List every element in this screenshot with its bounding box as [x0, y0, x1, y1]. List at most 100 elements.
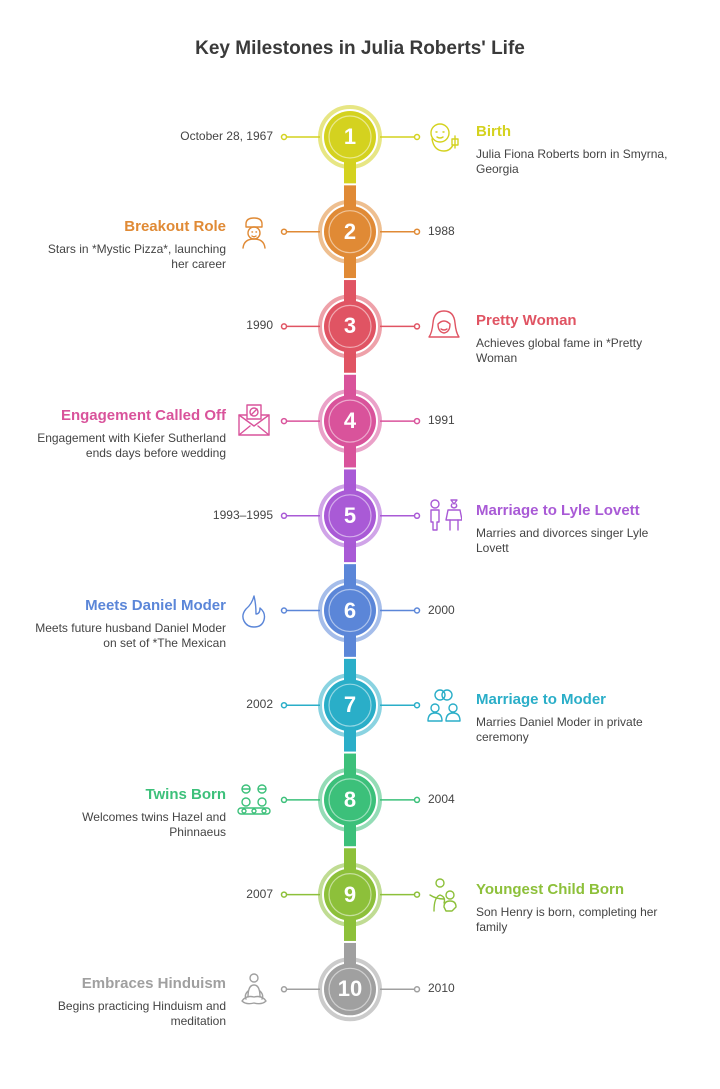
milestone-node	[324, 773, 376, 826]
leader-dot	[413, 133, 421, 141]
milestone-description: Meets future husband Daniel Moder on set…	[35, 620, 226, 650]
milestone-number: 8	[343, 786, 357, 812]
leader-dot	[413, 891, 421, 898]
milestone-heading: Breakout Role	[124, 217, 226, 235]
milestone-node-inner	[328, 115, 372, 159]
milestone-node-inner	[328, 304, 372, 348]
leader-dot	[413, 228, 421, 235]
milestone-date: 2002	[246, 697, 273, 712]
connector-divider	[344, 467, 356, 470]
milestone-description: Son Henry is born, completing her family	[476, 904, 658, 934]
milestone-date: 1993–1995	[212, 507, 273, 522]
milestone-number: 7	[343, 692, 357, 718]
leader-dot	[413, 512, 421, 520]
milestone-heading: Twins Born	[145, 785, 226, 803]
milestone-date: 2007	[246, 886, 273, 901]
milestone-node-inner	[328, 210, 372, 254]
connector-divider	[344, 183, 356, 186]
milestone-number: 1	[343, 124, 357, 149]
milestone-ring	[318, 199, 382, 264]
leader-dot	[280, 417, 288, 425]
milestone-node	[324, 205, 376, 258]
milestone-number: 5	[343, 502, 357, 528]
connector-divider	[344, 940, 356, 943]
milestone-node-inner	[328, 967, 372, 1011]
leader-dot	[413, 417, 421, 425]
milestone-node	[324, 111, 376, 163]
milestone-node	[324, 489, 376, 542]
milestone-node	[324, 963, 376, 1016]
milestone-number: 10	[337, 976, 363, 1002]
milestone-date: 1991	[428, 413, 455, 428]
milestone-node-inner	[328, 399, 372, 443]
leader-dot	[413, 607, 421, 614]
leader-dot	[280, 607, 288, 614]
couple-icon	[426, 498, 463, 534]
milestone-date: 1988	[428, 223, 455, 238]
milestone-heading: Pretty Woman	[476, 312, 577, 330]
milestone-ring	[318, 767, 382, 832]
leader-dot	[280, 891, 288, 898]
leader-dot	[413, 701, 421, 709]
milestone-ring	[318, 862, 382, 927]
chef-icon	[236, 214, 272, 250]
page-title: Key Milestones in Julia Roberts' Life	[195, 38, 525, 59]
leader-dot	[413, 796, 421, 804]
milestone-description: Engagement with Kiefer Sutherland ends d…	[37, 431, 226, 461]
milestone-node	[324, 679, 376, 732]
milestone-description: Achieves global fame in *Pretty Woman	[476, 336, 643, 366]
milestone-description: Welcomes twins Hazel and Phinnaeus	[82, 809, 226, 839]
leader-dot	[413, 323, 421, 330]
milestone-node	[324, 300, 376, 353]
connector-divider	[344, 751, 356, 754]
connector-divider	[344, 372, 356, 375]
milestone-ring	[318, 389, 382, 454]
flame-icon	[236, 593, 272, 629]
leader-dot	[280, 986, 288, 993]
milestone-ring	[318, 673, 382, 738]
milestone-number: 6	[343, 597, 357, 623]
milestone-node-inner	[328, 683, 372, 727]
milestone-heading: Engagement Called Off	[60, 407, 226, 425]
milestone-description: Stars in *Mystic Pizza*, launching her c…	[47, 241, 226, 271]
milestone-description: Julia Fiona Roberts born in Smyrna, Geor…	[476, 147, 668, 176]
parent-child-icon	[426, 877, 462, 913]
leader-dot	[280, 512, 288, 520]
milestone-number: 9	[343, 881, 357, 907]
milestone-ring	[318, 957, 382, 1022]
milestone-node-inner	[328, 778, 372, 822]
milestone-date: 2000	[428, 602, 455, 617]
milestone-description: Begins practicing Hinduism and meditatio…	[57, 999, 226, 1029]
milestone-ring	[318, 578, 382, 643]
milestone-heading: Embraces Hinduism	[81, 975, 226, 993]
milestone-description: Marries Daniel Moder in private ceremony	[476, 715, 643, 745]
woman-icon	[426, 308, 462, 344]
connector-divider	[344, 562, 356, 565]
milestone-date: 1990	[246, 318, 273, 333]
leader-dot	[280, 228, 288, 235]
wedding-rings-icon	[426, 687, 462, 723]
connector-divider	[344, 656, 356, 659]
leader-dot	[280, 701, 288, 709]
milestone-heading: Marriage to Moder	[476, 691, 607, 709]
milestone-heading: Marriage to Lyle Lovett	[476, 501, 640, 519]
milestone-ring	[318, 105, 382, 169]
milestone-heading: Meets Daniel Moder	[85, 596, 226, 614]
leader-dot	[280, 796, 288, 804]
milestone-number: 2	[343, 218, 357, 244]
milestone-ring	[318, 294, 382, 359]
milestone-heading: Birth	[476, 123, 511, 140]
leader-dot	[280, 133, 288, 141]
milestone-date: October 28, 1967	[180, 129, 273, 143]
milestone-node	[324, 584, 376, 637]
milestone-node-inner	[328, 872, 372, 917]
milestone-node	[324, 395, 376, 448]
milestone-ring	[318, 483, 382, 548]
